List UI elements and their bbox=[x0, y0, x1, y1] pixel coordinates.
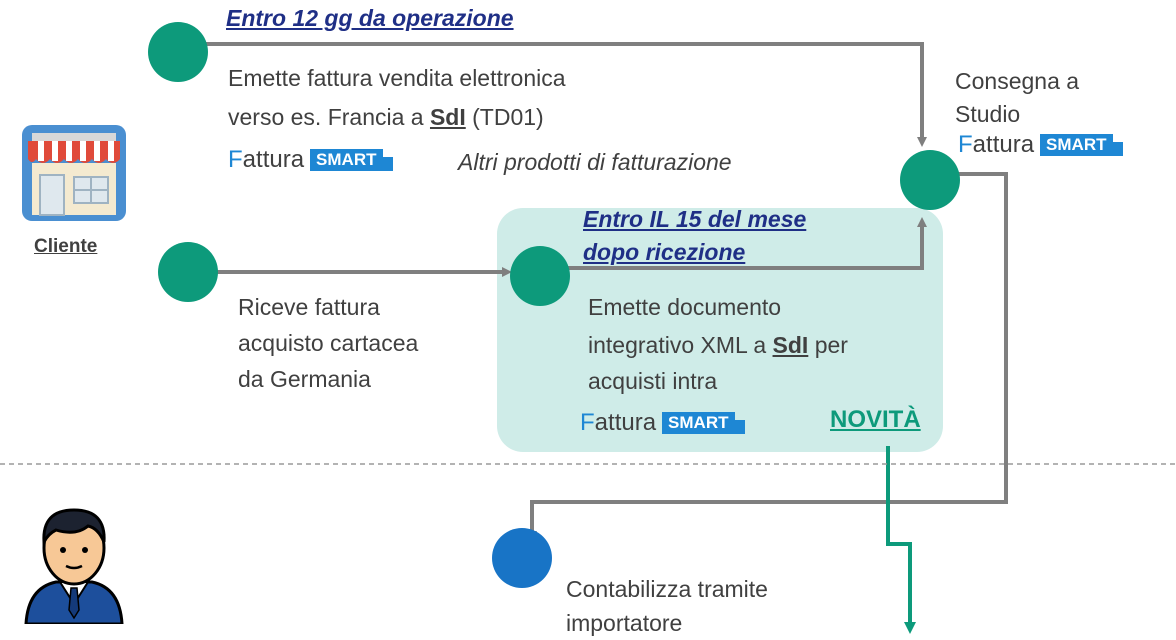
delivery-line1: Consegna a bbox=[955, 68, 1080, 94]
accountant-icon bbox=[24, 508, 124, 624]
integrative-line2-suffix: per bbox=[808, 332, 848, 358]
top-flow-description-prefix: verso es. Francia a bbox=[228, 104, 430, 130]
arrow-integrative-to-delivery bbox=[540, 217, 927, 270]
brand-f: F bbox=[228, 146, 243, 173]
top-flow-description-suffix: (TD01) bbox=[465, 104, 544, 130]
integrative-line2: integrativo XML a SdI per bbox=[588, 330, 848, 361]
brand-smart-badge: SMART bbox=[1040, 134, 1124, 156]
integrative-deadline-line2: dopo ricezione bbox=[583, 239, 746, 265]
arrow-top-to-delivery bbox=[178, 42, 927, 147]
storefront-icon bbox=[22, 125, 126, 221]
arrow-novita-down bbox=[886, 446, 916, 634]
integrative-sdi: SdI bbox=[772, 332, 809, 358]
delivery-node bbox=[900, 150, 960, 210]
receive-node bbox=[158, 242, 218, 302]
novita-label: NOVITÀ bbox=[830, 406, 921, 433]
receive-line3: da Germania bbox=[238, 366, 371, 392]
top-flow-description-line2: verso es. Francia a SdI (TD01) bbox=[228, 102, 544, 133]
integrative-line1: Emette documento bbox=[588, 294, 782, 320]
accounting-line2: importatore bbox=[566, 610, 683, 636]
brand-name: attura bbox=[972, 131, 1035, 158]
brand-f: F bbox=[580, 409, 595, 436]
top-flow-deadline: Entro 12 gg da operazione bbox=[226, 5, 514, 31]
top-flow-node bbox=[148, 22, 208, 82]
client-label: Cliente bbox=[34, 236, 98, 257]
receive-line1: Riceve fattura bbox=[238, 294, 380, 320]
brand-name: attura bbox=[242, 146, 305, 173]
top-flow-description-line1: Emette fattura vendita elettronica bbox=[228, 65, 566, 91]
brand-name: attura bbox=[594, 409, 657, 436]
integrative-line2-prefix: integrativo XML a bbox=[588, 332, 773, 358]
receive-line2: acquisto cartacea bbox=[238, 330, 419, 356]
brand-smart-badge: SMART bbox=[310, 149, 394, 171]
integrative-node bbox=[510, 246, 570, 306]
brand-f: F bbox=[958, 131, 973, 158]
top-flow-sdi: SdI bbox=[429, 104, 466, 130]
other-products-label: Altri prodotti di fatturazione bbox=[458, 149, 732, 175]
brand-smart-badge: SMART bbox=[662, 412, 746, 434]
arrow-delivery-to-accounting bbox=[527, 172, 1008, 541]
accounting-line1: Contabilizza tramite bbox=[566, 576, 768, 602]
integrative-line3: acquisti intra bbox=[588, 368, 718, 394]
integrative-highlight-box bbox=[497, 208, 943, 452]
delivery-line2: Studio bbox=[955, 101, 1021, 127]
accounting-node bbox=[492, 528, 552, 588]
integrative-deadline-line1: Entro IL 15 del mese bbox=[583, 206, 807, 232]
